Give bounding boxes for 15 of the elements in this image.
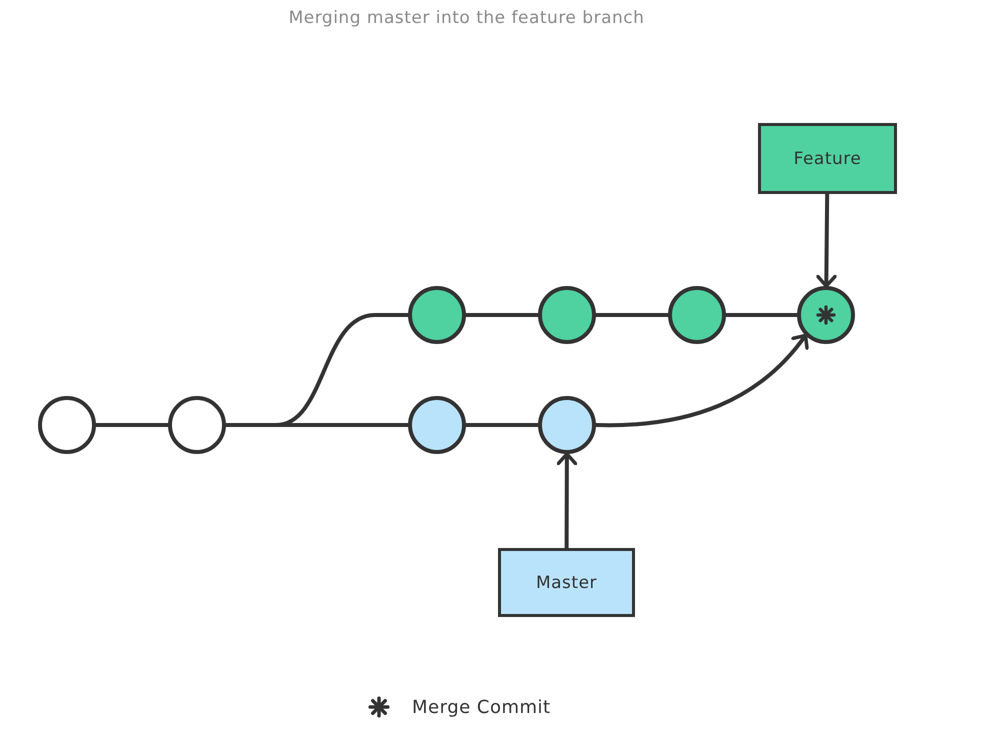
branch-label-box [498,548,635,617]
branch-line [724,313,799,317]
arrow [556,452,578,550]
arrow [816,192,838,288]
branch-line [224,423,410,427]
branch-name: Master [536,572,598,592]
branch-line [464,313,540,317]
branch-line [94,423,170,427]
legend-text: Merge Commit [412,696,551,718]
branch-label-box [758,123,897,194]
branch-name: Feature [794,148,862,168]
branch-line [464,423,540,427]
arrow [594,334,808,428]
branch-line [594,313,670,317]
diagram-title: Merging master into the feature branch [288,8,646,28]
